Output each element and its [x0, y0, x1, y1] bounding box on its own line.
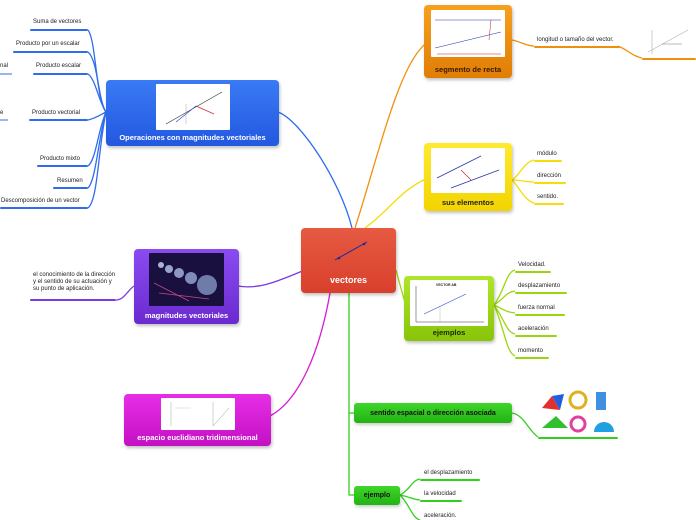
leaf-suma-de-vectores[interactable]: Suma de vectores: [33, 19, 82, 25]
leaf-modulo[interactable]: módulo: [537, 151, 557, 157]
segmento-image: [431, 10, 505, 57]
link-operaciones: [277, 111, 353, 229]
leaf-underline: [534, 46, 620, 48]
leaf-underline: [33, 73, 88, 75]
node-espacio-euclidiano[interactable]: espacio euclidiano tridimensional: [124, 394, 271, 446]
leaf-underline: [29, 119, 88, 121]
leaf-underline: [534, 182, 566, 184]
ejemplos-image: VECTOR AB: [410, 280, 488, 326]
link-espacio: [269, 292, 331, 417]
leaf-underline: [37, 165, 88, 167]
link-ejemplo-trunk: [348, 293, 355, 496]
leaf-underline: [420, 500, 462, 502]
node-ejemplo[interactable]: ejemplo: [354, 486, 400, 505]
leaf-underline: [0, 207, 88, 209]
leaf-producto-escalar[interactable]: Producto escalar: [36, 63, 82, 69]
node-espacio-title: espacio euclidiano tridimensional: [137, 433, 258, 442]
node-magnitudes-title: magnitudes vectoriales: [144, 311, 229, 320]
node-magnitudes-vectoriales[interactable]: magnitudes vectoriales: [134, 249, 239, 324]
elementos-image: [431, 148, 505, 193]
central-node-vectores[interactable]: vectores: [301, 228, 396, 293]
leaf-aceleracion-ejemplo[interactable]: aceleración.: [424, 513, 457, 519]
node-segmento-title: segmento de recta: [434, 65, 502, 74]
segmento-leaf-image: [642, 24, 694, 58]
node-segmento-de-recta[interactable]: segmento de recta: [424, 5, 512, 78]
leaf-longitud[interactable]: longitud o tamaño del vector.: [537, 37, 614, 43]
leaf-la-velocidad[interactable]: la velocidad: [424, 491, 456, 497]
leaf-cut-e: e: [0, 110, 4, 116]
leaf-producto-mixto[interactable]: Producto mixto: [40, 156, 81, 162]
leaf-aceleracion[interactable]: aceleración: [518, 326, 549, 332]
leaf-producto-vectorial[interactable]: Producto vectorial: [32, 110, 81, 116]
leaf-underline: [515, 335, 557, 337]
leaf-desplazamiento[interactable]: desplazamiento: [518, 283, 561, 289]
leaf-underline: [534, 160, 562, 162]
leaf-direccion[interactable]: dirección: [537, 173, 562, 179]
node-operaciones-title: Operaciones con magnitudes vectoriales: [119, 133, 266, 142]
colorful-shapes-image: [538, 388, 616, 436]
leaf-underline: [538, 437, 618, 439]
leaf-underline: [515, 292, 567, 294]
leaf-el-desplazamiento[interactable]: el desplazamiento: [424, 470, 473, 476]
leaf-descomposicion[interactable]: Descomposición de un vector: [1, 198, 80, 204]
leaf-underline: [534, 203, 564, 205]
leaf-underline: [53, 187, 88, 189]
ejemplos-image-title: VECTOR AB: [436, 283, 457, 287]
leaf-underline: [420, 479, 480, 481]
vector-arrow-icon: [334, 241, 368, 261]
node-sus-elementos[interactable]: sus elementos: [424, 143, 512, 211]
leaf-underline: [30, 29, 88, 31]
leaf-producto-por-escalar[interactable]: Producto por un escalar: [16, 41, 80, 47]
magnitudes-note: el conocimiento de la dirección y el sen…: [33, 272, 116, 292]
leaf-momento[interactable]: momento: [518, 348, 544, 354]
node-elementos-title: sus elementos: [441, 198, 495, 207]
central-node-title: vectores: [329, 275, 368, 285]
node-ejemplos-title: ejemplos: [432, 328, 466, 337]
node-sentido-title: sentido espacial o dirección asociada: [370, 409, 496, 417]
leaf-underline: [515, 271, 551, 273]
leaf-underline: [642, 58, 696, 60]
espacio-image: [161, 398, 235, 430]
leaf-underline: [515, 357, 549, 359]
link-elementos: [364, 177, 429, 229]
link-magnitudes: [237, 269, 306, 288]
leaf-cut-nal: nal: [0, 63, 9, 69]
leaf-underline: [13, 51, 88, 53]
leaf-fuerza-normal[interactable]: fuerza normal: [518, 305, 555, 311]
leaf-underline: [30, 299, 116, 301]
link-segmento: [354, 41, 429, 229]
node-ejemplos[interactable]: VECTOR AB ejemplos: [404, 276, 494, 341]
leaf-resumen[interactable]: Resumen: [57, 178, 83, 184]
operaciones-image: [156, 84, 230, 130]
leaf-sentido[interactable]: sentido.: [537, 194, 559, 200]
leaf-underline: [515, 314, 565, 316]
spheres-image: [149, 253, 224, 306]
node-ejemplo-title: ejemplo: [363, 492, 391, 499]
leaf-velocidad[interactable]: Velocidad.: [518, 262, 546, 268]
node-operaciones[interactable]: Operaciones con magnitudes vectoriales: [106, 80, 279, 146]
node-sentido-espacial[interactable]: sentido espacial o dirección asociada: [354, 403, 512, 423]
